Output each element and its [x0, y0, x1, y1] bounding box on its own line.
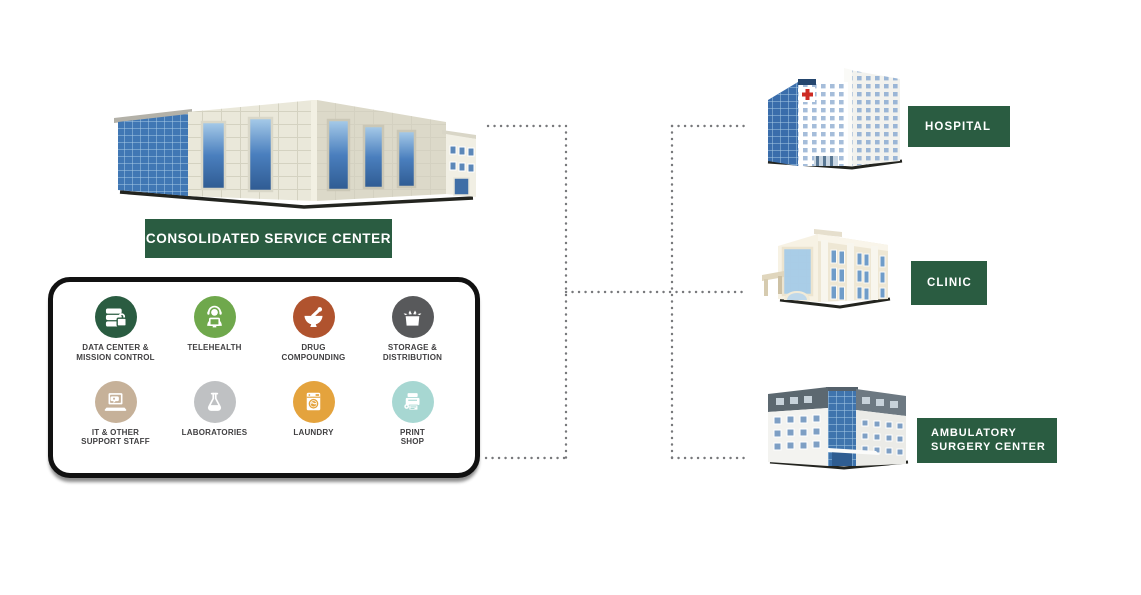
- server-lock-icon: [94, 296, 137, 338]
- mortar-pestle-icon: [292, 296, 335, 338]
- printer-icon: [391, 380, 434, 423]
- service-label: STORAGE &DISTRIBUTION: [382, 343, 443, 362]
- clinic-label-tag: CLINIC: [911, 261, 987, 305]
- laptop-support-icon: [94, 380, 137, 423]
- csc-title-text: CONSOLIDATED SERVICE CENTER: [145, 231, 392, 246]
- service-item-telehealth: TELEHEALTH: [168, 296, 261, 381]
- clinic-label-text: CLINIC: [927, 277, 972, 289]
- asc-label-line1: AMBULATORY: [931, 427, 1017, 439]
- ambulatory-surgery-center-building-illustration: [768, 387, 909, 470]
- service-item-data-center: DATA CENTER &MISSION CONTROL: [69, 296, 162, 381]
- washing-machine-icon: [292, 380, 335, 423]
- service-item-storage: STORAGE &DISTRIBUTION: [366, 296, 459, 381]
- ambulatory-surgery-center-label-tag: AMBULATORY SURGERY CENTER: [917, 418, 1057, 463]
- hospital-label-tag: HOSPITAL: [908, 106, 1010, 147]
- clinic-building-illustration: [762, 229, 891, 309]
- service-item-laundry: LAUNDRY: [267, 380, 360, 466]
- hospital-building-illustration: [767, 68, 903, 170]
- open-box-icon: [391, 296, 434, 338]
- lab-flask-icon: [193, 380, 236, 423]
- csc-title-tag: CONSOLIDATED SERVICE CENTER: [145, 219, 392, 258]
- hospital-label-text: HOSPITAL: [925, 120, 992, 133]
- csc-services-panel: DATA CENTER &MISSION CONTROL: [48, 277, 480, 478]
- connector-lines: [484, 124, 750, 460]
- service-item-laboratories: LABORATORIES: [168, 380, 261, 466]
- service-label: LABORATORIES: [181, 427, 248, 437]
- service-label: LAUNDRY: [293, 427, 334, 437]
- service-label: DATA CENTER &MISSION CONTROL: [76, 343, 155, 362]
- service-label: TELEHEALTH: [187, 343, 242, 352]
- telehealth-agent-icon: [193, 296, 236, 338]
- csc-building-illustration: [114, 100, 476, 209]
- asc-label-line2: SURGERY CENTER: [931, 440, 1046, 453]
